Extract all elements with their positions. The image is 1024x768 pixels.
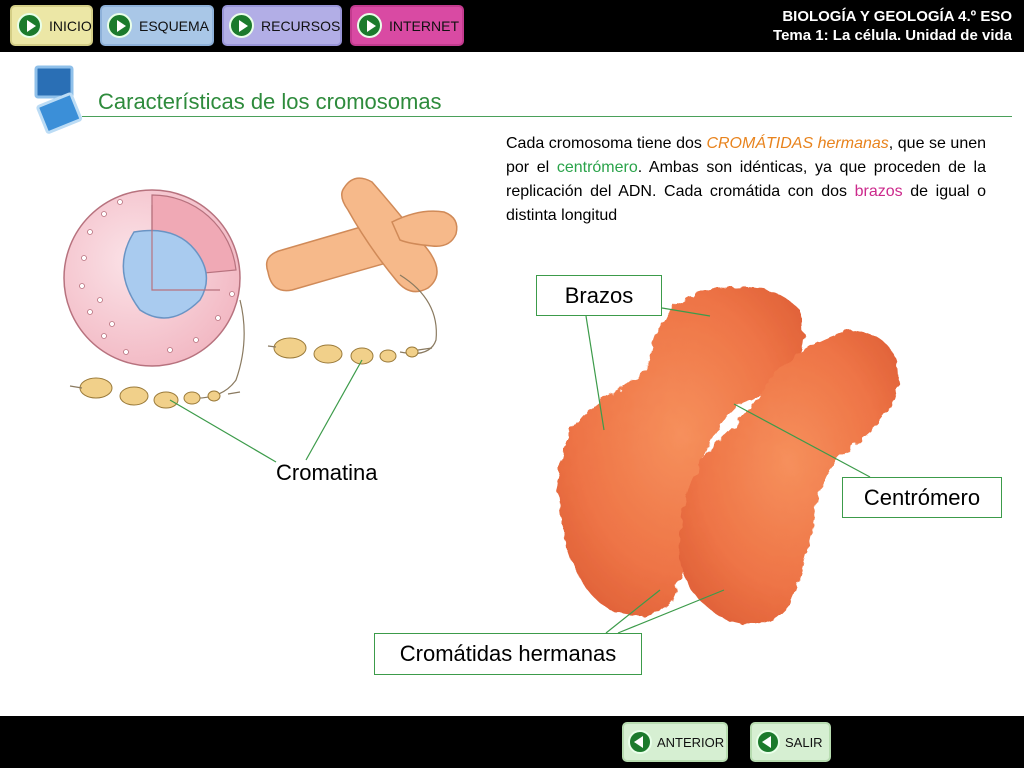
cromatidas-highlight: CROMÁTIDAS hermanas bbox=[706, 135, 889, 152]
esquema-button[interactable]: ESQUEMA bbox=[100, 5, 214, 46]
description-text: . Ambas son idénticas, ya que proceden d… bbox=[506, 159, 987, 200]
play-icon bbox=[357, 13, 382, 38]
slides-icon bbox=[34, 65, 83, 134]
anterior-button[interactable]: ANTERIOR bbox=[622, 722, 728, 762]
chromatin-strand bbox=[69, 274, 437, 409]
centromero-label: Centrómero bbox=[842, 477, 1002, 518]
x-chromosome bbox=[265, 177, 458, 293]
inicio-button[interactable]: INICIO bbox=[10, 5, 93, 46]
cromatina-pointer bbox=[169, 359, 363, 463]
cromatidas-label: Cromátidas hermanas bbox=[374, 633, 642, 675]
esquema-label: ESQUEMA bbox=[139, 17, 210, 34]
salir-button[interactable]: SALIR bbox=[750, 722, 831, 762]
recursos-label: RECURSOS bbox=[261, 17, 341, 34]
description-text: Cada cromosoma tiene dos bbox=[506, 135, 707, 152]
cromatina-label: Cromatina bbox=[276, 460, 378, 485]
condensed-chromosome bbox=[557, 286, 899, 625]
brazos-label: Brazos bbox=[536, 275, 662, 316]
course-header: BIOLOGÍA Y GEOLOGÍA 4.º ESO Tema 1: La c… bbox=[773, 7, 1012, 45]
play-icon bbox=[17, 13, 42, 38]
label-pointers bbox=[585, 307, 871, 634]
centromero-highlight: centrómero bbox=[556, 159, 638, 176]
play-icon bbox=[107, 13, 132, 38]
inicio-label: INICIO bbox=[49, 17, 92, 34]
back-arrow-icon bbox=[756, 730, 780, 754]
description-paragraph: Cada cromosoma tiene dos CROMÁTIDAS herm… bbox=[506, 132, 986, 228]
bottom-bar: ANTERIOR SALIR bbox=[0, 716, 1024, 768]
top-bar: INICIO ESQUEMA RECURSOS INTERNET BIOLOGÍ… bbox=[0, 0, 1024, 52]
brazos-highlight: brazos bbox=[854, 183, 903, 200]
cell-nucleus bbox=[63, 189, 241, 367]
anterior-label: ANTERIOR bbox=[657, 734, 725, 750]
description-text: , que se unen por el bbox=[506, 135, 987, 176]
unit-title: Tema 1: La célula. Unidad de vida bbox=[773, 27, 1012, 44]
course-title: BIOLOGÍA Y GEOLOGÍA 4.º ESO bbox=[782, 8, 1012, 25]
recursos-button[interactable]: RECURSOS bbox=[222, 5, 342, 46]
back-arrow-icon bbox=[628, 730, 652, 754]
title-divider bbox=[82, 116, 1012, 117]
salir-label: SALIR bbox=[785, 734, 823, 750]
internet-button[interactable]: INTERNET bbox=[350, 5, 464, 46]
play-icon bbox=[229, 13, 254, 38]
page-title: Características de los cromosomas bbox=[98, 89, 442, 114]
internet-label: INTERNET bbox=[389, 17, 459, 34]
description-text: de igual o distinta longitud bbox=[506, 183, 986, 224]
